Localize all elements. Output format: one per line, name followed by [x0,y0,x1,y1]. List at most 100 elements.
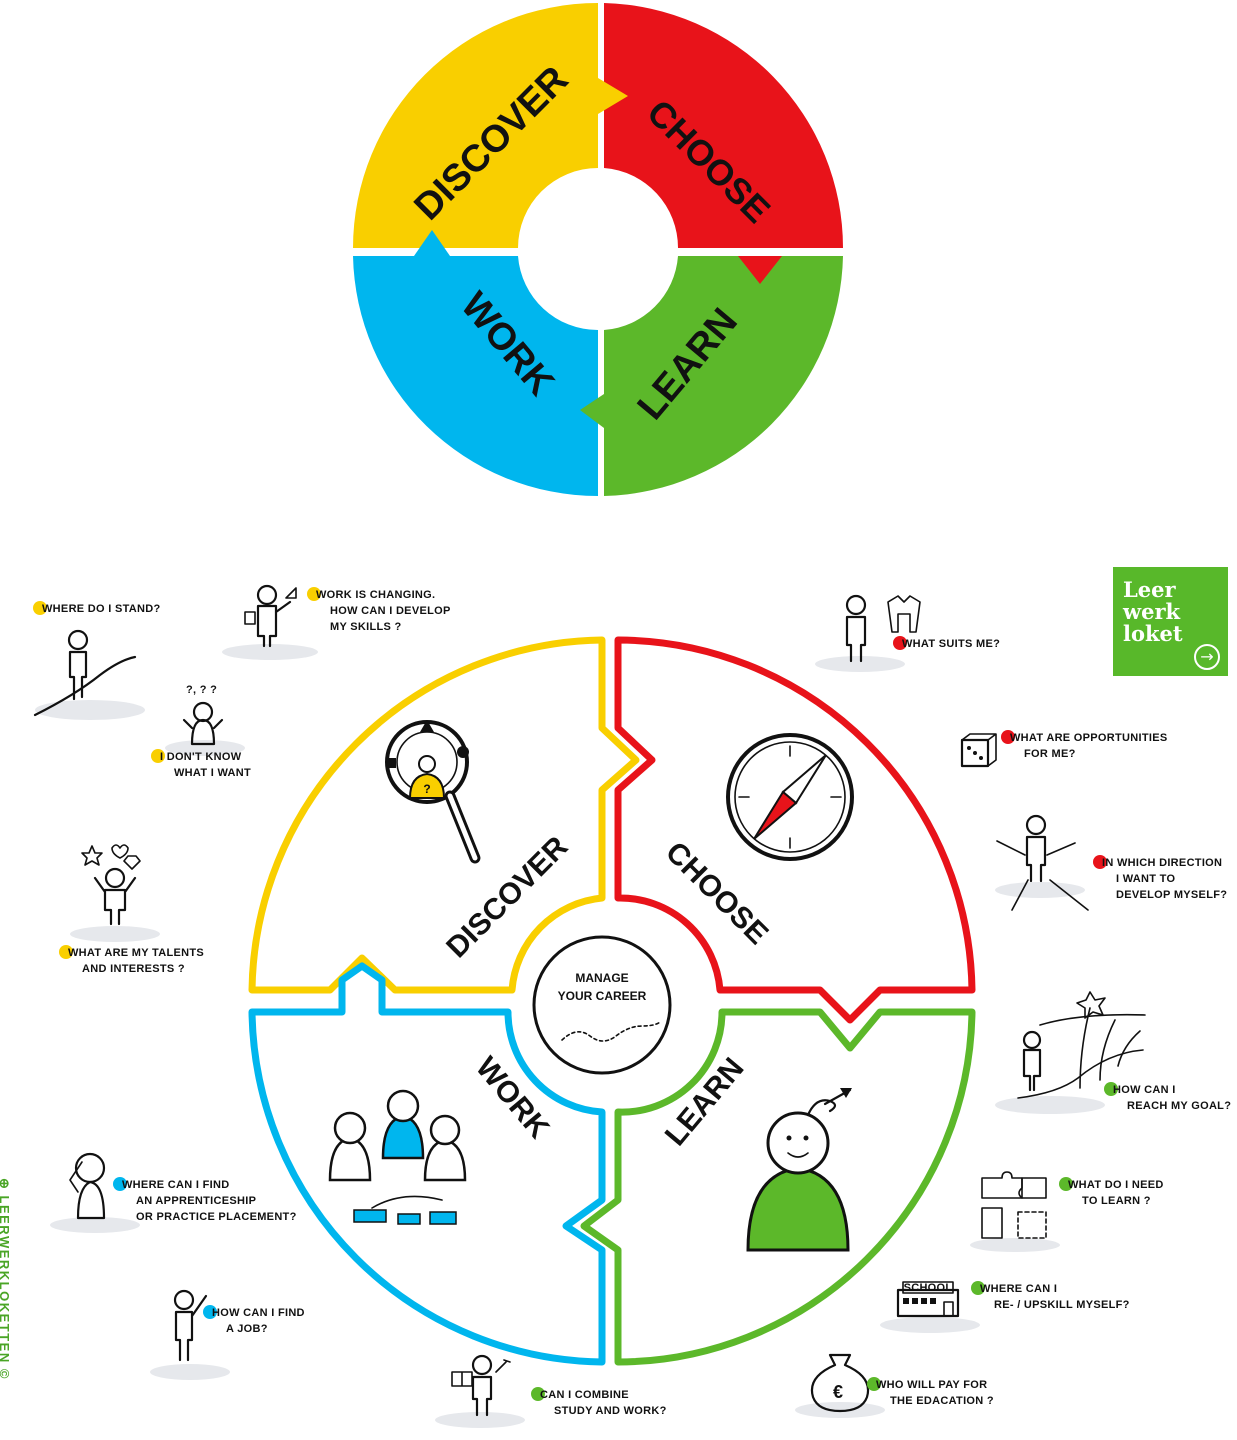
question-line: I WANT TO [1116,873,1175,885]
logo-line1: Leer [1123,577,1176,602]
question-line: HOW CAN I FIND [212,1307,305,1319]
question-line: IN WHICH DIRECTION [1102,857,1222,869]
top-segment-work [353,256,598,496]
bottom-label-choose: CHOOSE [659,836,774,951]
question-bullet-dot [1093,855,1107,869]
download-circle-icon: ⊕ [0,1178,12,1196]
dice-icon [960,733,997,768]
question-line: FOR ME? [1024,748,1076,760]
stick-figure-hill-icon [33,629,145,720]
euro-symbol: € [833,1382,843,1402]
question-where-do-i-stand: WHERE DO I STAND? [33,601,161,615]
question-bullet-dot [113,1177,127,1191]
top-cycle: DISCOVER CHOOSE LEARN WORK [353,3,844,496]
puzzle-pieces-icon [970,1171,1060,1252]
question-line: THE EDACATION ? [890,1395,994,1407]
stick-figure-book-wrench-icon [435,1354,525,1428]
question-bullet-dot [307,587,321,601]
question-line: CAN I COMBINE [540,1389,629,1401]
stick-figure-tools-icon [222,584,318,660]
credit-label: LEERWERKLOKETTEN © [0,1195,12,1380]
magnifier-question-mark: ? [423,782,430,796]
stick-figure-confused-icon: ?, ? ? [165,684,245,756]
stick-figure-talents-icon [70,844,160,942]
question-bullet-dot [1059,1177,1073,1191]
question-line: WHAT ARE MY TALENTS [68,947,204,959]
bottom-segment-learn [580,1008,976,1366]
question-bullet-dot [867,1377,881,1391]
question-bullet-dot [1104,1082,1118,1096]
question-line: WHAT SUITS ME? [902,638,1000,650]
stick-figure-waving-icon [150,1289,230,1380]
question-bullet-dot [531,1387,545,1401]
top-segment-discover [353,3,598,248]
school-sign: SCHOOL [904,1282,953,1294]
question-need-to-learn: WHAT DO I NEED TO LEARN ? [1059,1177,1164,1207]
logo-line3: loket [1123,621,1183,646]
question-find-job: HOW CAN I FIND A JOB? [203,1305,305,1335]
magnifier-icon: ? [385,720,481,864]
compass-icon [726,733,854,861]
top-arrow-discover-choose [598,78,628,114]
bottom-cycle: MANAGE YOUR CAREER DISCOVER CHOOSE LEARN… [248,636,976,1366]
top-arrow-work-discover [414,230,450,256]
career-path-scribble [561,1021,661,1042]
logo-line2: werk [1123,599,1181,624]
doodles: ?, ? ? [33,584,1146,1428]
arrow-right-icon[interactable]: → [1194,644,1220,670]
question-combine: CAN I COMBINE STUDY AND WORK? [531,1387,667,1417]
center-circle [532,935,672,1075]
question-line: WHAT DO I NEED [1068,1179,1164,1191]
question-work-is-changing: WORK IS CHANGING. HOW CAN I DEVELOP MY SKI… [307,587,451,633]
question-line: AN APPRENTICESHIP [136,1195,256,1207]
center-label-line1: MANAGE [575,971,628,985]
team-icon [328,1089,467,1225]
center-label-line2: YOUR CAREER [558,989,647,1003]
question-line: RE- / UPSKILL MYSELF? [994,1299,1130,1311]
bottom-segment-work [248,962,606,1366]
top-segment-learn [604,256,843,496]
top-arrow-learn-work [580,394,604,428]
questions: WHERE DO I STAND? WORK IS CHANGING. HOW CA… [33,587,1231,1417]
question-bullet-dot [971,1281,985,1295]
bottom-segment-discover [248,636,640,994]
top-arrow-choose-learn [738,256,782,284]
question-line: DEVELOP MYSELF? [1116,889,1227,901]
question-line: I DON'T KNOW [160,751,242,763]
question-bullet-dot [33,601,47,615]
bottom-segment-choose [614,636,976,1024]
question-line: WORK IS CHANGING. [316,589,435,601]
confused-question-marks: ?, ? ? [186,684,217,696]
stick-figure-goal-icon [995,991,1146,1114]
question-line: WHO WILL PAY FOR [876,1379,987,1391]
question-line: STUDY AND WORK? [554,1405,667,1417]
bottom-label-work: WORK [469,1051,556,1145]
question-line: HOW CAN I [1113,1084,1176,1096]
stick-figure-thinking-icon [50,1152,140,1233]
question-upskill: WHERE CAN IRE- / UPSKILL MYSELF? [971,1281,1130,1311]
credit-text: ⊕ LEERWERKLOKETTEN © [0,1178,12,1438]
question-line: TO LEARN ? [1082,1195,1151,1207]
question-line: OR PRACTICE PLACEMENT? [136,1211,297,1223]
question-who-pays: WHO WILL PAY FOR THE EDACATION ? [867,1377,994,1407]
money-bag-icon: € [795,1353,885,1418]
question-bullet-dot [893,636,907,650]
top-segment-choose [604,3,844,248]
question-line: WHERE DO I STAND? [42,603,161,615]
question-bullet-dot [203,1305,217,1319]
question-bullet-dot [151,749,165,763]
question-line: HOW CAN I DEVELOP [330,605,451,617]
question-line: MY SKILLS ? [330,621,402,633]
question-direction: IN WHICH DIRECTION I WANT TO DEVELOP MYSEL… [1093,855,1227,901]
question-bullet-dot [1001,730,1015,744]
leerwerkloket-logo[interactable]: Leer werk loket → [1113,567,1228,676]
stick-figure-directions-icon [995,814,1089,911]
question-line: A JOB? [226,1323,268,1335]
person-growth-icon [746,1088,852,1252]
